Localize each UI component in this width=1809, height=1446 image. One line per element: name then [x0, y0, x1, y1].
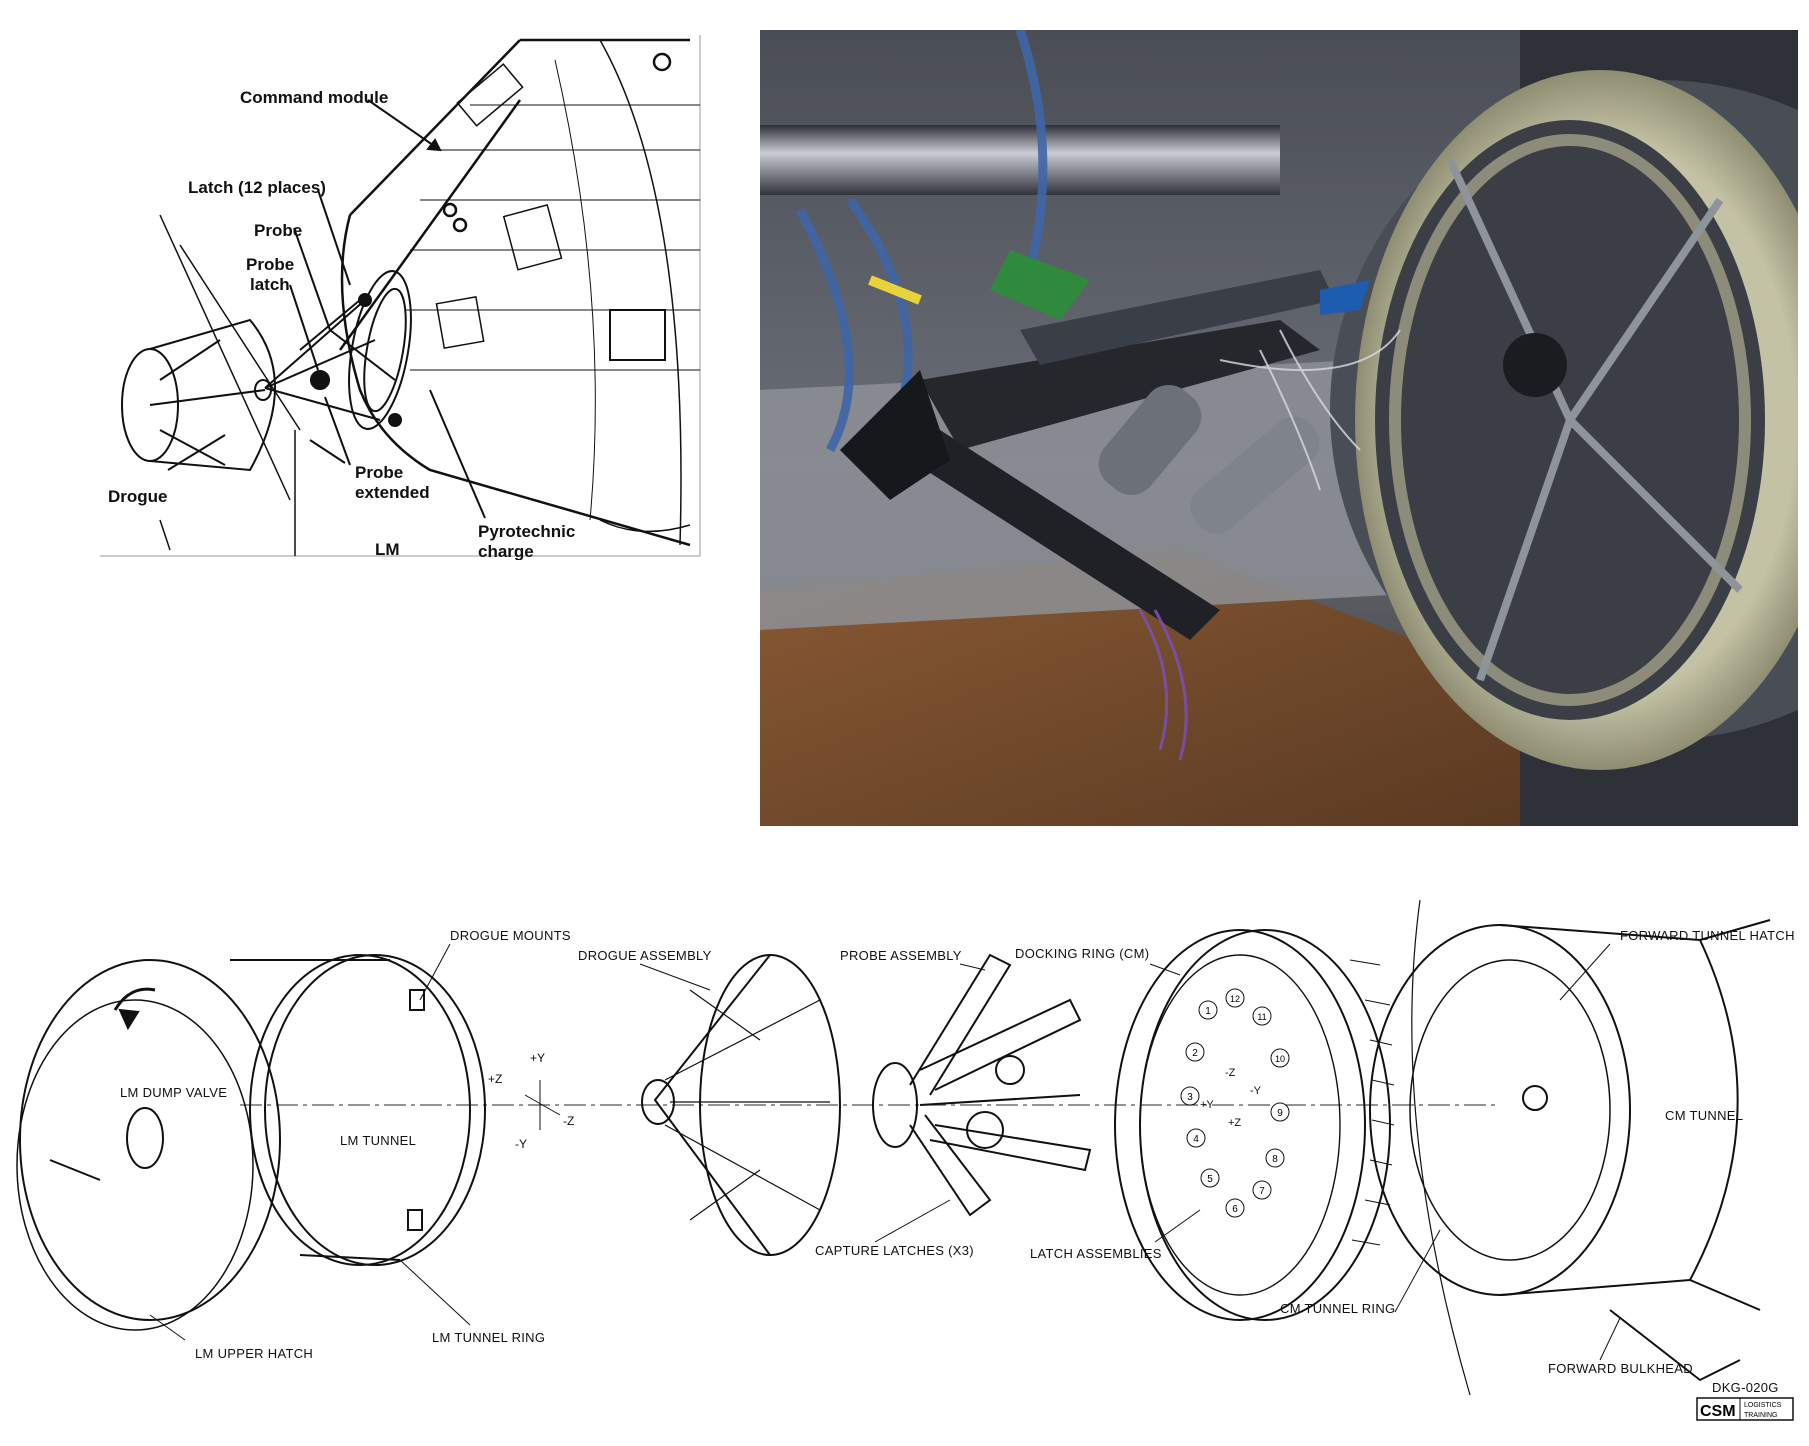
latch-marker-3: 3 [1180, 1086, 1200, 1106]
label-lm-tunnel-ring: LM TUNNEL RING [432, 1330, 545, 1345]
label-docking-ring: DOCKING RING (CM) [1015, 946, 1149, 961]
label-lm-tunnel: LM TUNNEL [340, 1133, 416, 1148]
svg-text:-Y: -Y [1250, 1085, 1262, 1097]
lm-upper-hatch [16, 959, 281, 1331]
docking-ring-cm [1114, 929, 1395, 1321]
lunar-module-outline [159, 430, 296, 556]
csm-logistics-logo: CSM LOGISTICS TRAINING [1696, 1397, 1794, 1421]
svg-text:+Y: +Y [1200, 1099, 1214, 1111]
svg-text:7: 7 [1259, 1186, 1265, 1197]
latch-marker-11: 11 [1252, 1006, 1272, 1026]
label-probe-assembly: PROBE ASSEMBLY [840, 948, 962, 963]
leader-lines [167, 99, 486, 519]
probe-head-photo [840, 370, 950, 500]
label-latch: Latch (12 places) [188, 178, 326, 197]
svg-text:6: 6 [1232, 1204, 1238, 1215]
label-probe-extended-line1: Probe [355, 463, 403, 482]
svg-text:3: 3 [1187, 1092, 1193, 1103]
svg-text:2: 2 [1192, 1048, 1198, 1059]
forward-tunnel-hatch [1369, 899, 1631, 1396]
label-command-module: Command module [240, 88, 388, 107]
label-cm-tunnel-ring: CM TUNNEL RING [1280, 1301, 1395, 1316]
latch-marker-5: 5 [1200, 1168, 1220, 1188]
svg-text:+Y: +Y [530, 1051, 545, 1065]
label-lm-dump-valve: LM DUMP VALVE [120, 1085, 227, 1100]
exploded-diagram-svg: 1 2 3 4 5 6 7 8 9 10 11 12 [16, 899, 1795, 1421]
svg-text:12: 12 [1230, 994, 1240, 1004]
svg-text:8: 8 [1272, 1154, 1278, 1165]
docking-sketch-svg: Command module Latch (12 places) Probe P… [100, 35, 701, 561]
svg-text:5: 5 [1207, 1174, 1213, 1185]
svg-text:9: 9 [1277, 1108, 1283, 1119]
svg-text:-Z: -Z [1225, 1067, 1236, 1079]
drawing-id: DKG-020G [1712, 1380, 1779, 1395]
label-drogue-mounts: DROGUE MOUNTS [450, 928, 571, 943]
label-probe-latch-line2: latch [250, 275, 290, 294]
svg-text:+Z: +Z [488, 1072, 502, 1086]
latch-marker-1: 1 [1198, 1000, 1218, 1020]
latch-marker-9: 9 [1270, 1102, 1290, 1122]
label-forward-bulkhead: FORWARD BULKHEAD [1548, 1361, 1693, 1376]
drogue-assembly [641, 954, 841, 1256]
label-capture-latches: CAPTURE LATCHES (X3) [815, 1243, 974, 1258]
axes-left: +Z +Y -Y -Z [488, 1051, 574, 1151]
probe-mount-ring [348, 270, 412, 430]
latch-marker-2: 2 [1185, 1042, 1205, 1062]
svg-text:10: 10 [1275, 1054, 1285, 1064]
label-drogue-assembly: DROGUE ASSEMBLY [578, 948, 712, 963]
label-pyrotechnic-line1: Pyrotechnic [478, 522, 575, 541]
lm-tunnel [230, 954, 486, 1266]
exploded-docking-diagram: 1 2 3 4 5 6 7 8 9 10 11 12 [0, 840, 1809, 1441]
label-forward-tunnel-hatch: FORWARD TUNNEL HATCH [1620, 928, 1795, 943]
label-drogue: Drogue [108, 487, 168, 506]
svg-text:CSM: CSM [1700, 1403, 1736, 1420]
label-lm: LM [375, 540, 400, 559]
drogue-cone [121, 214, 301, 501]
svg-text:1: 1 [1205, 1006, 1211, 1017]
probe-photo [760, 28, 1809, 826]
probe-photo-svg [760, 28, 1809, 826]
axes-right: -Z -Y +Y +Z [1200, 1067, 1262, 1129]
svg-text:11: 11 [1257, 1012, 1266, 1022]
latch-marker-8: 8 [1265, 1148, 1285, 1168]
docking-mechanism-line-drawing: Command module Latch (12 places) Probe P… [0, 0, 710, 561]
bottom-leader-lines [149, 943, 1621, 1361]
svg-text:-Y: -Y [515, 1137, 527, 1151]
label-probe: Probe [254, 221, 302, 240]
label-probe-extended-line2: extended [355, 483, 430, 502]
label-lm-upper-hatch: LM UPPER HATCH [195, 1346, 313, 1361]
cm-tunnel [1499, 919, 1771, 1382]
latch-number-markers: 1 2 3 4 5 6 7 8 9 10 11 12 [1180, 988, 1290, 1218]
svg-text:-Z: -Z [563, 1114, 574, 1128]
probe-arms [264, 293, 402, 427]
command-module-body [338, 38, 700, 547]
latch-marker-10: 10 [1270, 1048, 1290, 1068]
svg-text:TRAINING: TRAINING [1744, 1412, 1777, 1419]
latch-marker-12: 12 [1225, 988, 1245, 1008]
probe-arms-photo [910, 250, 1370, 640]
latch-marker-6: 6 [1225, 1198, 1245, 1218]
svg-text:LOGISTICS: LOGISTICS [1744, 1402, 1782, 1409]
label-probe-latch-line1: Probe [246, 255, 294, 274]
latch-marker-4: 4 [1186, 1128, 1206, 1148]
probe-assembly [872, 953, 1092, 1217]
svg-text:4: 4 [1193, 1134, 1199, 1145]
label-pyrotechnic-line2: charge [478, 542, 534, 560]
latch-marker-7: 7 [1252, 1180, 1272, 1200]
label-cm-tunnel: CM TUNNEL [1665, 1108, 1743, 1123]
svg-text:+Z: +Z [1228, 1117, 1241, 1129]
label-latch-assemblies: LATCH ASSEMBLIES [1030, 1246, 1162, 1261]
